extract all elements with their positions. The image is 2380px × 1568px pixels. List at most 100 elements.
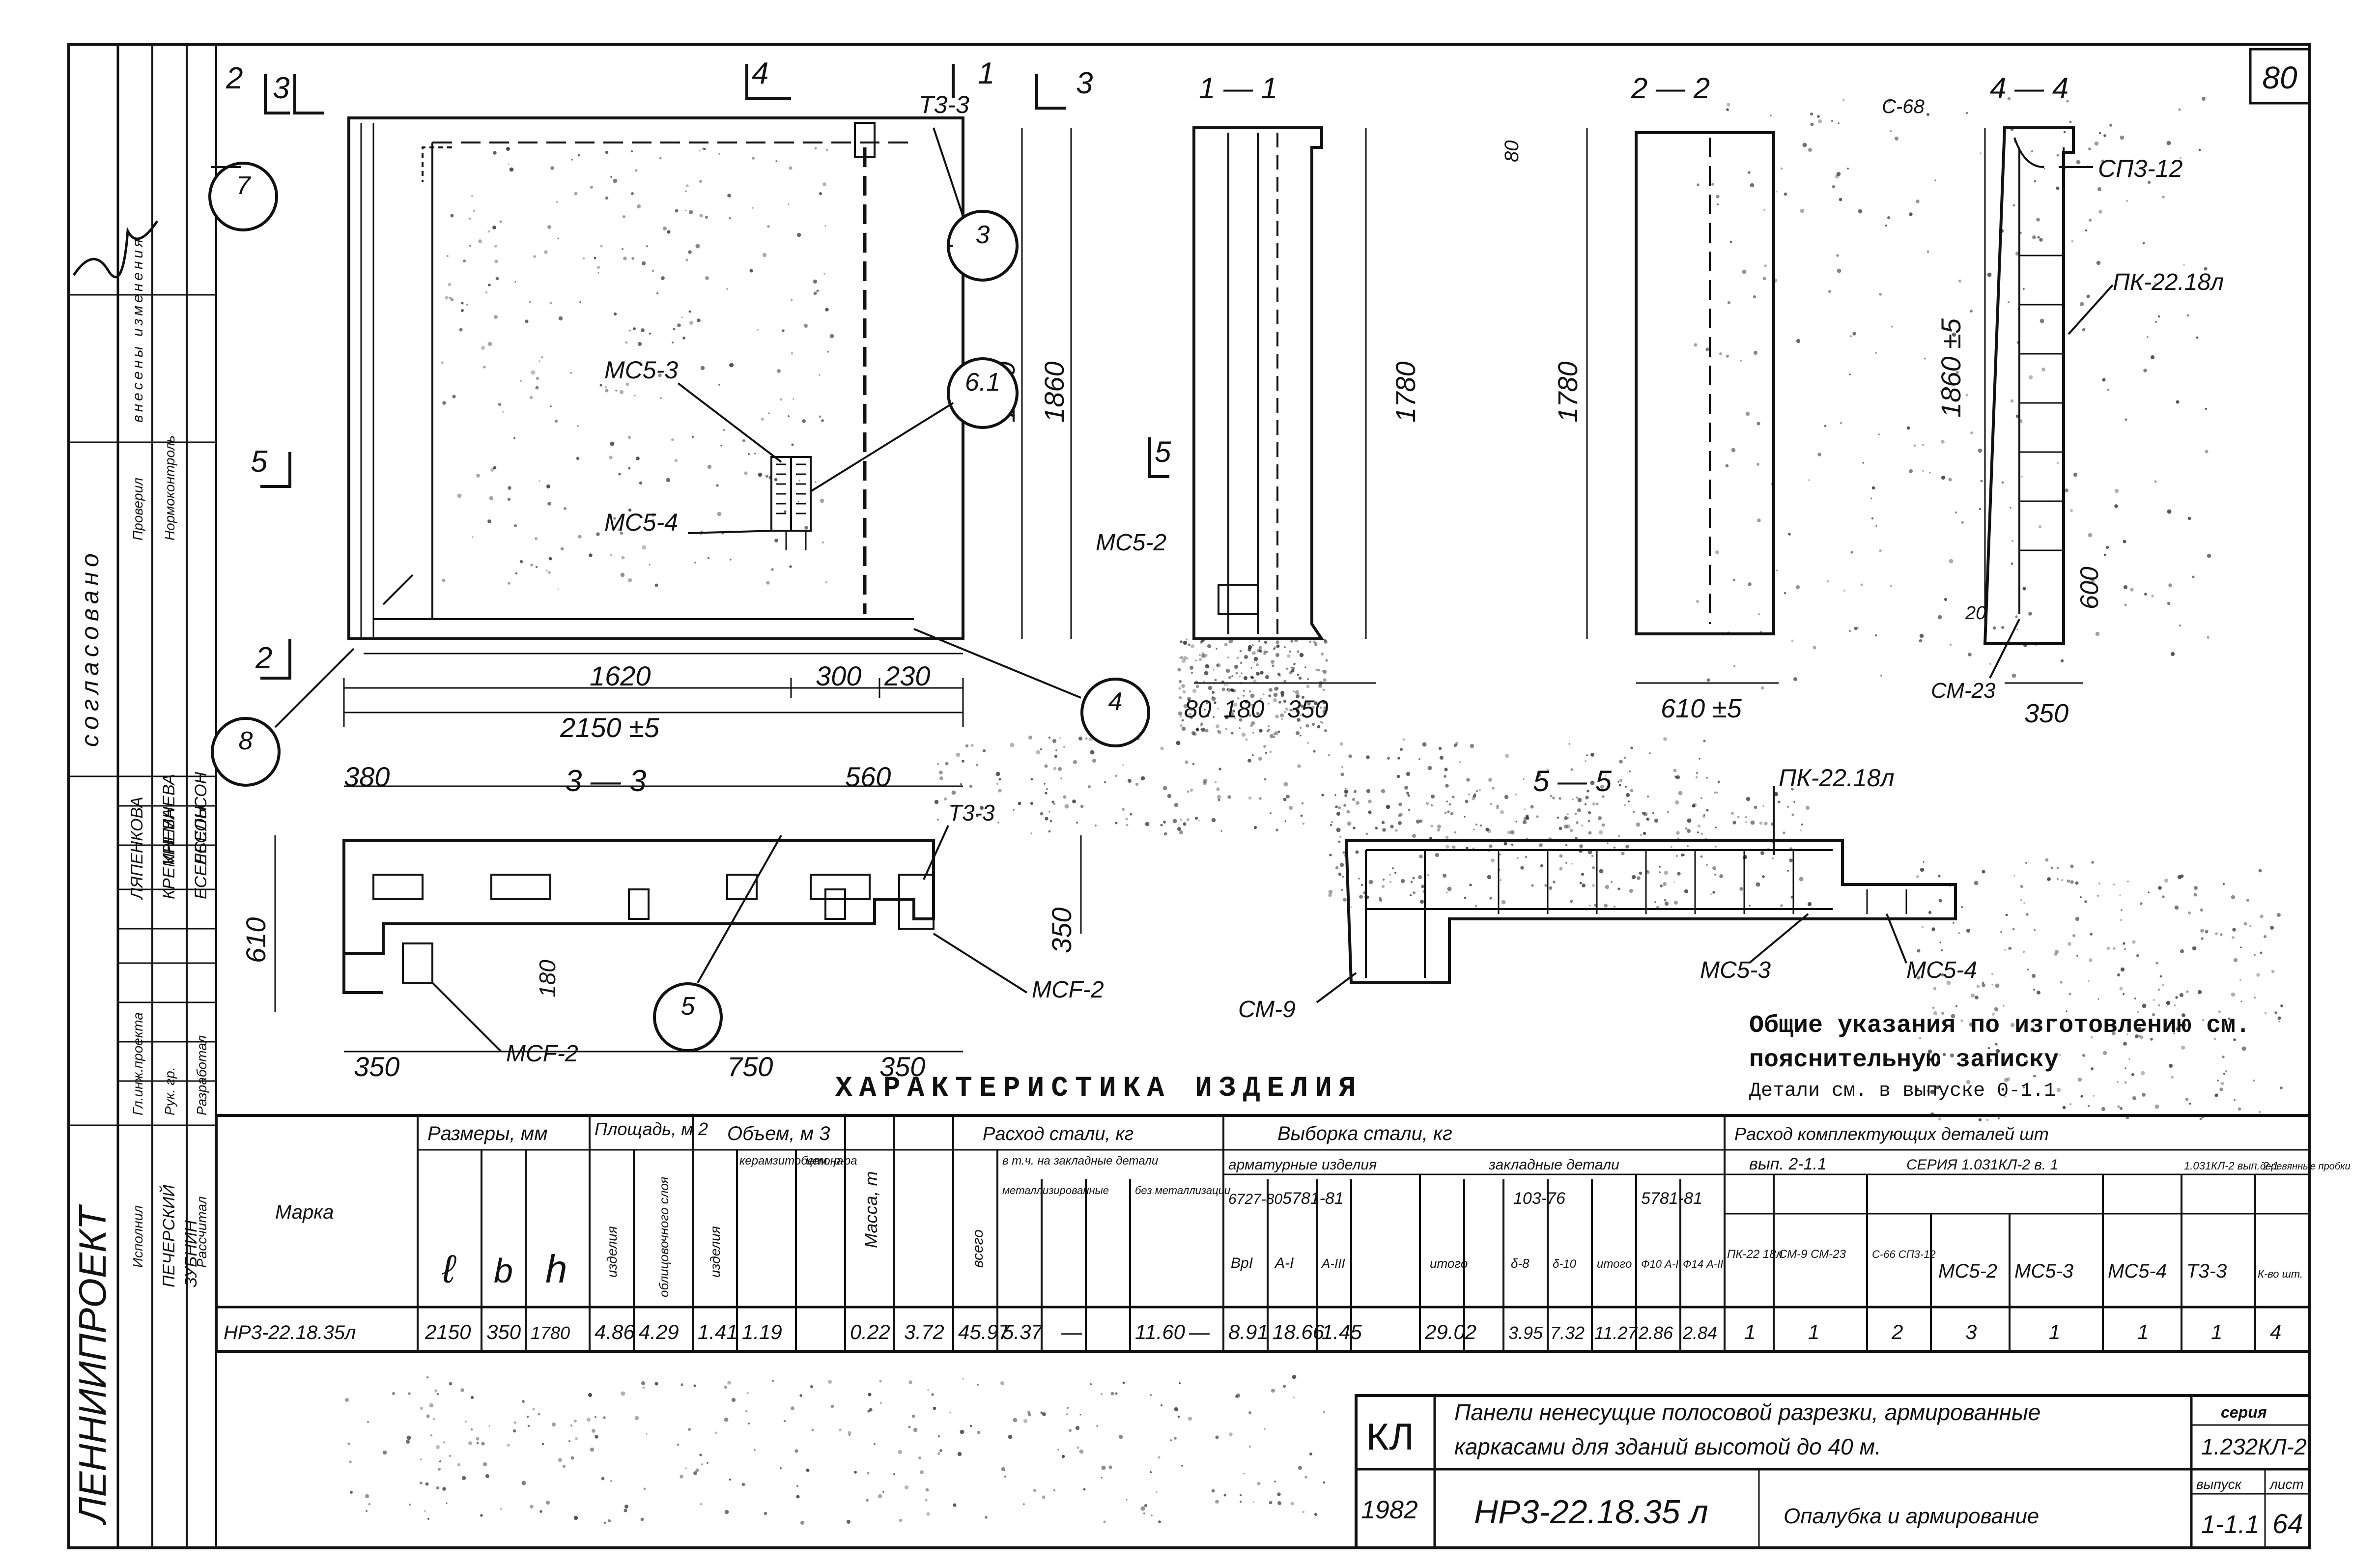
noise-dot	[1297, 764, 1301, 768]
noise-dot	[406, 1440, 410, 1444]
noise-dot	[1295, 731, 1300, 736]
noise-dot	[1180, 640, 1183, 643]
noise-dot	[1847, 168, 1849, 170]
noise-dot	[1348, 754, 1352, 758]
section-4-4	[1983, 126, 2083, 684]
noise-dot	[1402, 738, 1405, 741]
noise-dot	[1089, 1383, 1092, 1386]
noise-dot	[2087, 980, 2090, 983]
noise-dot	[1596, 802, 1599, 805]
noise-dot	[1239, 718, 1243, 722]
noise-dot	[813, 291, 817, 295]
noise-dot	[1468, 794, 1470, 796]
noise-dot	[1140, 776, 1145, 781]
noise-dot	[2151, 355, 2154, 359]
noise-dot	[702, 147, 705, 150]
stamp-name-6: ЗУБНИН	[182, 1220, 200, 1287]
noise-dot	[1121, 807, 1125, 811]
noise-dot	[1075, 1425, 1080, 1430]
noise-dot	[1272, 664, 1275, 667]
noise-dot	[1791, 639, 1794, 642]
noise-dot	[969, 1425, 972, 1427]
noise-dot	[582, 257, 585, 260]
noise-dot	[2114, 488, 2119, 493]
noise-dot	[564, 507, 567, 510]
noise-dot	[1206, 714, 1209, 717]
noise-dot	[1808, 147, 1813, 152]
noise-dot	[1953, 922, 1955, 924]
noise-dot	[701, 1463, 703, 1465]
noise-dot	[1053, 1489, 1056, 1492]
noise-dot	[1791, 813, 1794, 816]
noise-dot	[600, 245, 603, 248]
noise-dot	[1619, 778, 1623, 782]
noise-dot	[1680, 853, 1684, 857]
noise-dot	[1158, 1456, 1161, 1459]
noise-dot	[1322, 670, 1324, 672]
noise-dot	[642, 545, 647, 550]
tb-year: 1982	[1361, 1496, 1418, 1524]
noise-dot	[1300, 704, 1304, 708]
noise-dot	[1283, 680, 1286, 683]
noise-dot	[1404, 786, 1408, 790]
noise-dot	[1004, 1475, 1007, 1478]
section-5-5	[1344, 839, 1957, 984]
noise-dot	[927, 1389, 929, 1391]
noise-dot	[1128, 779, 1132, 783]
noise-dot	[1970, 310, 1973, 313]
front-section-labels: 2 3 5 2 4 1 3	[226, 57, 1093, 675]
cell-vol2: 1.19	[742, 1320, 782, 1343]
noise-dot	[1664, 899, 1667, 902]
noise-dot	[1617, 887, 1620, 890]
noise-dot	[1135, 782, 1139, 786]
noise-dot	[1170, 1439, 1172, 1441]
noise-dot	[2039, 525, 2041, 528]
noise-dot	[2066, 1010, 2068, 1012]
noise-dot	[1278, 701, 1281, 704]
noise-dot	[1339, 862, 1344, 867]
noise-dot	[1849, 630, 1851, 632]
noise-dot	[1115, 774, 1118, 777]
noise-dot	[1289, 709, 1292, 712]
characteristics-table	[215, 1114, 2311, 1353]
noise-dot	[2027, 969, 2029, 970]
noise-dot	[1411, 881, 1413, 883]
noise-dot	[1982, 870, 1985, 874]
noise-dot	[1753, 295, 1757, 299]
callout-8: 8	[239, 727, 253, 755]
noise-dot	[1361, 884, 1363, 886]
noise-dot	[637, 342, 642, 346]
noise-dot	[2008, 946, 2012, 950]
noise-dot	[1108, 1465, 1112, 1469]
gost-3: 103-76	[1513, 1189, 1565, 1208]
noise-dot	[1849, 373, 1851, 375]
noise-dot	[685, 1467, 687, 1469]
noise-dot	[525, 319, 529, 323]
noise-dot	[1275, 731, 1278, 735]
noise-dot	[1233, 703, 1237, 707]
noise-dot	[1678, 791, 1683, 796]
dim-2150: 2150 ±5	[560, 712, 660, 743]
noise-dot	[1317, 669, 1320, 672]
noise-dot	[2121, 909, 2123, 911]
noise-dot	[951, 805, 954, 808]
noise-dot	[1178, 696, 1182, 700]
noise-dot	[538, 1413, 540, 1416]
noise-dot	[1476, 790, 1478, 792]
noise-dot	[1048, 811, 1050, 813]
noise-dot	[2180, 874, 2184, 878]
noise-dot	[1223, 1494, 1226, 1497]
noise-dot	[1459, 761, 1461, 763]
noise-dot	[554, 419, 558, 423]
noise-dot	[1531, 884, 1534, 887]
label-sm9: СМ-9	[1238, 997, 1296, 1023]
noise-dot	[492, 226, 496, 229]
stamp-name-1: КРЕМНЕВА	[160, 808, 178, 899]
noise-dot	[1214, 701, 1217, 704]
noise-dot	[791, 352, 793, 355]
noise-dot	[2072, 934, 2075, 937]
noise-dot	[1537, 773, 1541, 777]
noise-dot	[697, 318, 701, 322]
cell-b: 350	[486, 1320, 521, 1343]
section-1-1-labels: 1 — 1 5 МС5-2 1780 80 180 350	[1096, 72, 1421, 723]
